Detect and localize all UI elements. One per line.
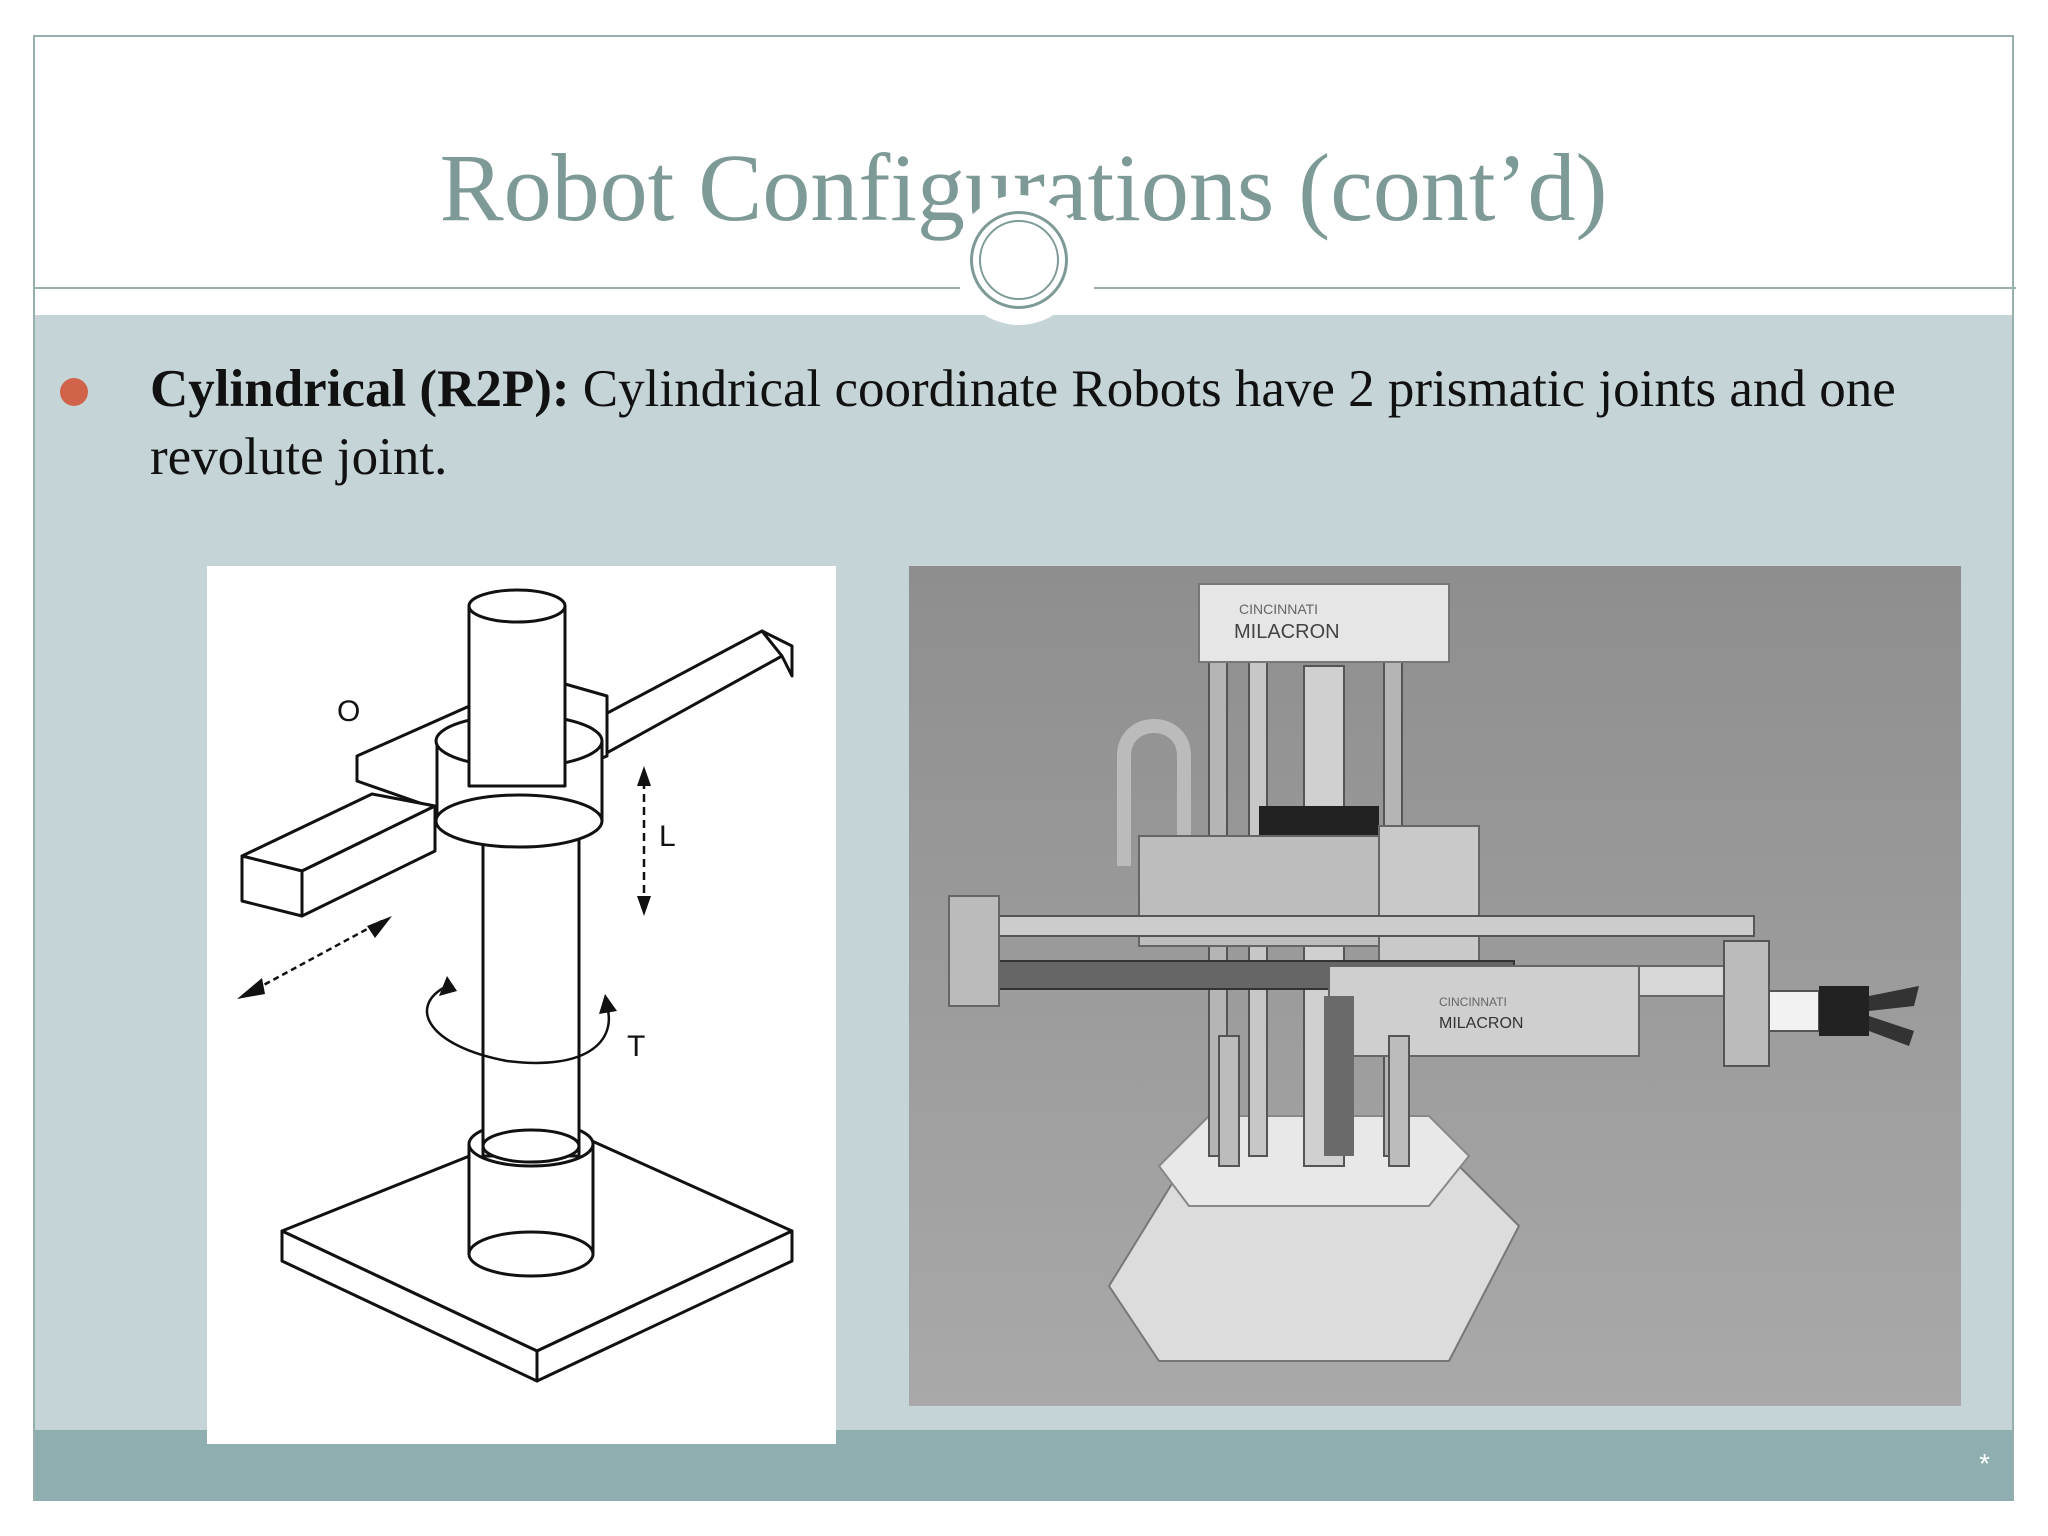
title-rule-right bbox=[1094, 287, 2016, 289]
photo-brand-arm: MILACRON bbox=[1439, 1015, 1523, 1032]
diagram-label-linear: L bbox=[659, 820, 676, 853]
footer-mark: * bbox=[1979, 1448, 1990, 1479]
diagram-label-origin: O bbox=[337, 695, 360, 728]
diagram-label-rotation: T bbox=[627, 1030, 645, 1063]
cylindrical-robot-diagram: O L T bbox=[207, 566, 836, 1444]
bullet-text: Cylindrical (R2P): Cylindrical coordinat… bbox=[150, 355, 1950, 491]
bullet-icon bbox=[60, 378, 88, 406]
bullet-description: Cylindrical coordinate Robots have 2 pri… bbox=[150, 360, 1896, 486]
title-ornament bbox=[954, 195, 1084, 325]
photo-brand-top: MILACRON bbox=[1234, 621, 1340, 643]
robot-photo-illustration: CINCINNATI MILACRON CINCINNATI MILACRON bbox=[909, 566, 1961, 1406]
diagram-drawing: O L T bbox=[237, 588, 794, 1383]
photo-brand-arm-small: CINCINNATI bbox=[1439, 995, 1507, 1009]
ornament-inner-ring bbox=[979, 220, 1059, 300]
bullet-term: Cylindrical (R2P): bbox=[150, 360, 570, 418]
milacron-robot-photo: CINCINNATI MILACRON CINCINNATI MILACRON bbox=[909, 566, 1961, 1406]
title-rule-left bbox=[35, 287, 960, 289]
photo-brand-top-small: CINCINNATI bbox=[1239, 601, 1318, 617]
ornament-outer-ring bbox=[970, 211, 1068, 309]
